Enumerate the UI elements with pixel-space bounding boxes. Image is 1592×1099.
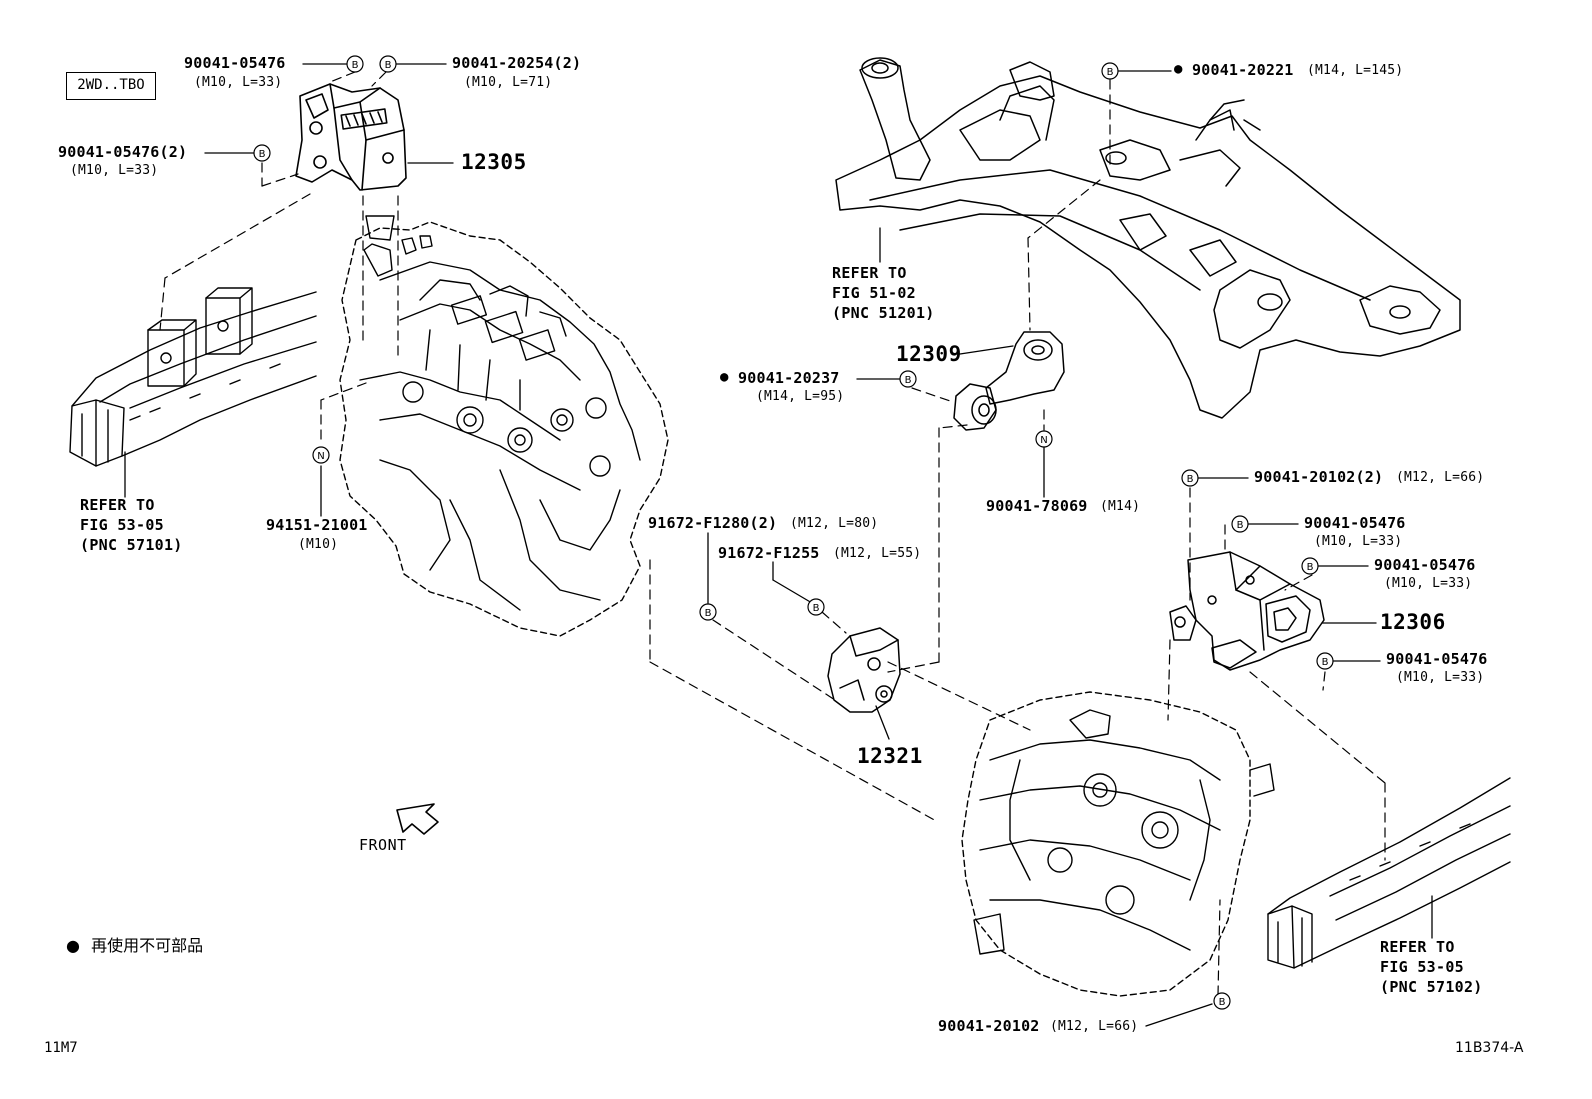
ref-left-line3: (PNC 57101) (80, 536, 183, 554)
callout-90041-05476-r1: 90041-05476 (1304, 514, 1406, 532)
legend-symbol: ● (66, 936, 80, 955)
callout-90041-05476-r3: 90041-05476 (1386, 650, 1488, 668)
callout-spec: (M10, L=33) (1384, 576, 1473, 591)
front-arrow-icon (396, 803, 439, 835)
ref-right-line3: (PNC 57102) (1380, 978, 1483, 996)
bolt-marker (899, 370, 917, 388)
ref-member-line3: (PNC 51201) (832, 304, 935, 322)
callout-90041-05476-r2: 90041-05476 (1374, 556, 1476, 574)
mount-bracket-12306 (1169, 551, 1325, 671)
bolt-marker (1301, 557, 1319, 575)
fastener-markers (253, 55, 1334, 1010)
bolt-marker (346, 55, 364, 73)
page-code: 11M7 (44, 1040, 78, 1056)
callout-spec: (M10, L=33) (70, 163, 159, 178)
callout-90041-05476-2: 90041-05476(2) (58, 143, 188, 161)
callout-90041-20254: 90041-20254(2) (452, 54, 582, 72)
bolt-marker-letter: B (1237, 520, 1244, 531)
ref-member-line1: REFER TO (832, 264, 907, 282)
callout-spec: (M10, L=33) (1314, 534, 1403, 549)
ref-member-line2: FIG 51-02 (832, 284, 916, 302)
callout-94151-21001: 94151-21001 (266, 516, 368, 534)
bolt-marker-letter: B (352, 60, 359, 71)
callout-91672-F1280: 91672-F1280(2) (648, 514, 778, 532)
callout-spec: (M12, L=66) (1050, 1019, 1139, 1034)
callout-90041-05476-top: 90041-05476 (184, 54, 286, 72)
bolt-marker (1231, 515, 1249, 533)
bolt-marker (1181, 469, 1199, 487)
callout-spec: (M12, L=66) (1396, 470, 1485, 485)
suspension-member (835, 57, 1461, 419)
callout-spec: (M12, L=80) (790, 516, 879, 531)
right-side-member (1267, 777, 1511, 969)
bolt-marker (1101, 62, 1119, 80)
callout-spec: (M14) (1100, 499, 1141, 514)
callout-spec: (M14, L=145) (1307, 63, 1404, 78)
callout-spec: (M12, L=55) (833, 546, 922, 561)
bolt-marker-letter: B (813, 603, 820, 614)
transaxle (961, 691, 1275, 997)
non-reusable-marker: ● (1174, 61, 1183, 77)
part-12306: 12306 (1380, 610, 1446, 634)
engine-block (339, 215, 669, 637)
fastener-marker-letters: B B B N B B N B B B B B B B (259, 60, 1329, 1008)
bolt-marker-letter: B (705, 608, 712, 619)
legend: ● 再使用不可部品 (66, 938, 203, 954)
callout-spec: (M10) (298, 537, 339, 552)
nut-marker-letter: N (317, 451, 324, 462)
callout-90041-20221: 90041-20221 (1192, 61, 1294, 79)
nut-marker-letter: N (1040, 435, 1047, 446)
ref-right-line1: REFER TO (1380, 938, 1455, 956)
front-label: FRONT (359, 836, 407, 854)
bolt-marker (253, 144, 271, 162)
leader-lines (124, 63, 1433, 1027)
bolt-marker-letter: B (259, 149, 266, 160)
ref-right-line2: FIG 53-05 (1380, 958, 1464, 976)
figure-code: 11B374-A (1455, 1040, 1524, 1056)
bolt-marker (1316, 652, 1334, 670)
torque-rod-12309 (953, 331, 1065, 431)
engine-mount-12305 (295, 83, 407, 191)
bolt-marker (1213, 992, 1231, 1010)
bolt-marker (379, 55, 397, 73)
bolt-marker-letter: B (905, 375, 912, 386)
callout-spec: (M10, L=33) (1396, 670, 1485, 685)
callout-spec: (M10, L=71) (464, 75, 553, 90)
callout-spec: (M10, L=33) (194, 75, 283, 90)
bolt-marker (807, 598, 825, 616)
part-12321: 12321 (857, 744, 923, 768)
bolt-marker (699, 603, 717, 621)
mount-bracket-12321 (827, 627, 901, 713)
part-12305: 12305 (461, 150, 527, 174)
nut-marker (312, 446, 330, 464)
bolt-marker-letter: B (1187, 474, 1194, 485)
alignment-lines (159, 71, 1386, 996)
callout-90041-20102-2: 90041-20102(2) (1254, 468, 1384, 486)
ref-left-line1: REFER TO (80, 496, 155, 514)
callout-90041-20102-bottom: 90041-20102 (938, 1017, 1040, 1035)
nut-marker (1035, 430, 1053, 448)
part-12309: 12309 (896, 342, 962, 366)
callout-90041-78069: 90041-78069 (986, 497, 1088, 515)
callout-spec: (M14, L=95) (756, 389, 845, 404)
bolt-marker-letter: B (385, 60, 392, 71)
bolt-marker-letter: B (1322, 657, 1329, 668)
variant-box: 2WD..TBO (66, 72, 156, 100)
bolt-marker-letter: B (1107, 67, 1114, 78)
callout-90041-20237: 90041-20237 (738, 369, 840, 387)
legend-text: 再使用不可部品 (91, 936, 204, 955)
left-side-member (69, 287, 317, 467)
bolt-marker-letter: B (1307, 562, 1314, 573)
bolt-marker-letter: B (1219, 997, 1226, 1008)
callout-91672-F1255: 91672-F1255 (718, 544, 820, 562)
non-reusable-marker: ● (720, 369, 729, 385)
ref-left-line2: FIG 53-05 (80, 516, 164, 534)
